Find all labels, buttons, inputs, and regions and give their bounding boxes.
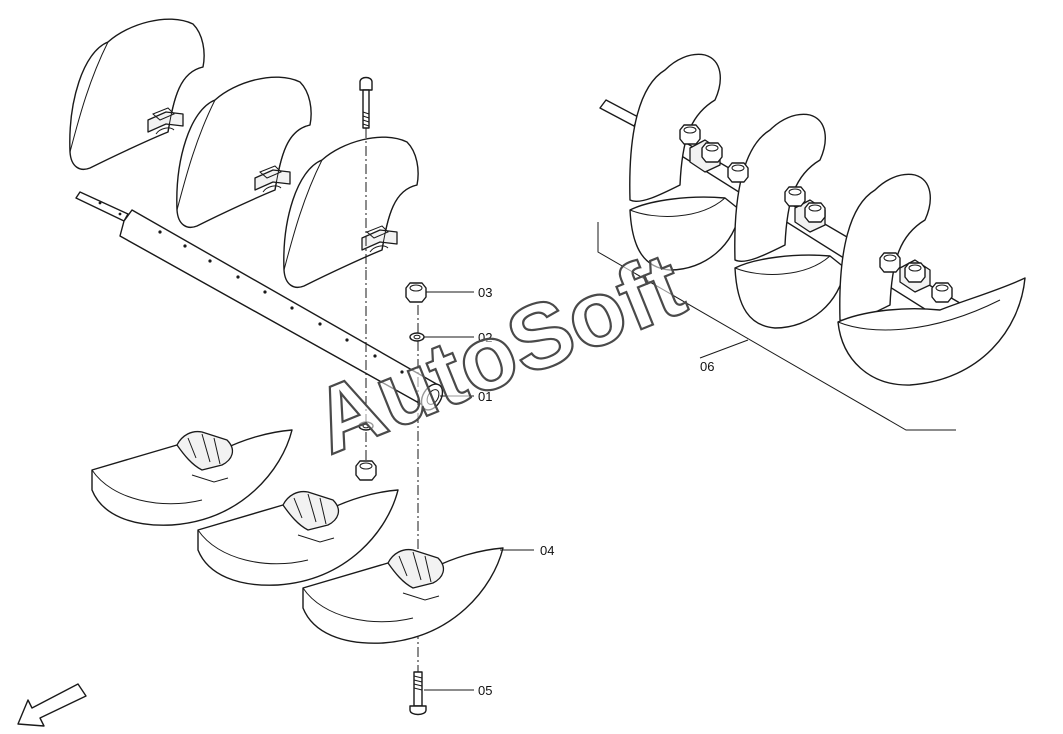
assembly-envelope	[597, 222, 956, 431]
assembled-auger	[599, 53, 1026, 386]
callout-06: 06	[700, 359, 714, 374]
bolt-05	[409, 671, 427, 716]
upper-flight-half-3	[283, 136, 419, 289]
callout-01: 01	[478, 389, 492, 404]
callout-05: 05	[478, 683, 492, 698]
washer-lower	[358, 421, 374, 431]
callout-02: 02	[478, 330, 492, 345]
bolt-top	[359, 76, 373, 129]
callout-04: 04	[540, 543, 554, 558]
assembly-axis	[365, 128, 419, 672]
callout-03: 03	[478, 285, 492, 300]
orientation-arrow-icon	[17, 683, 87, 727]
callout-leaders	[424, 291, 749, 691]
nut-03	[405, 282, 427, 303]
shaft	[75, 191, 444, 411]
